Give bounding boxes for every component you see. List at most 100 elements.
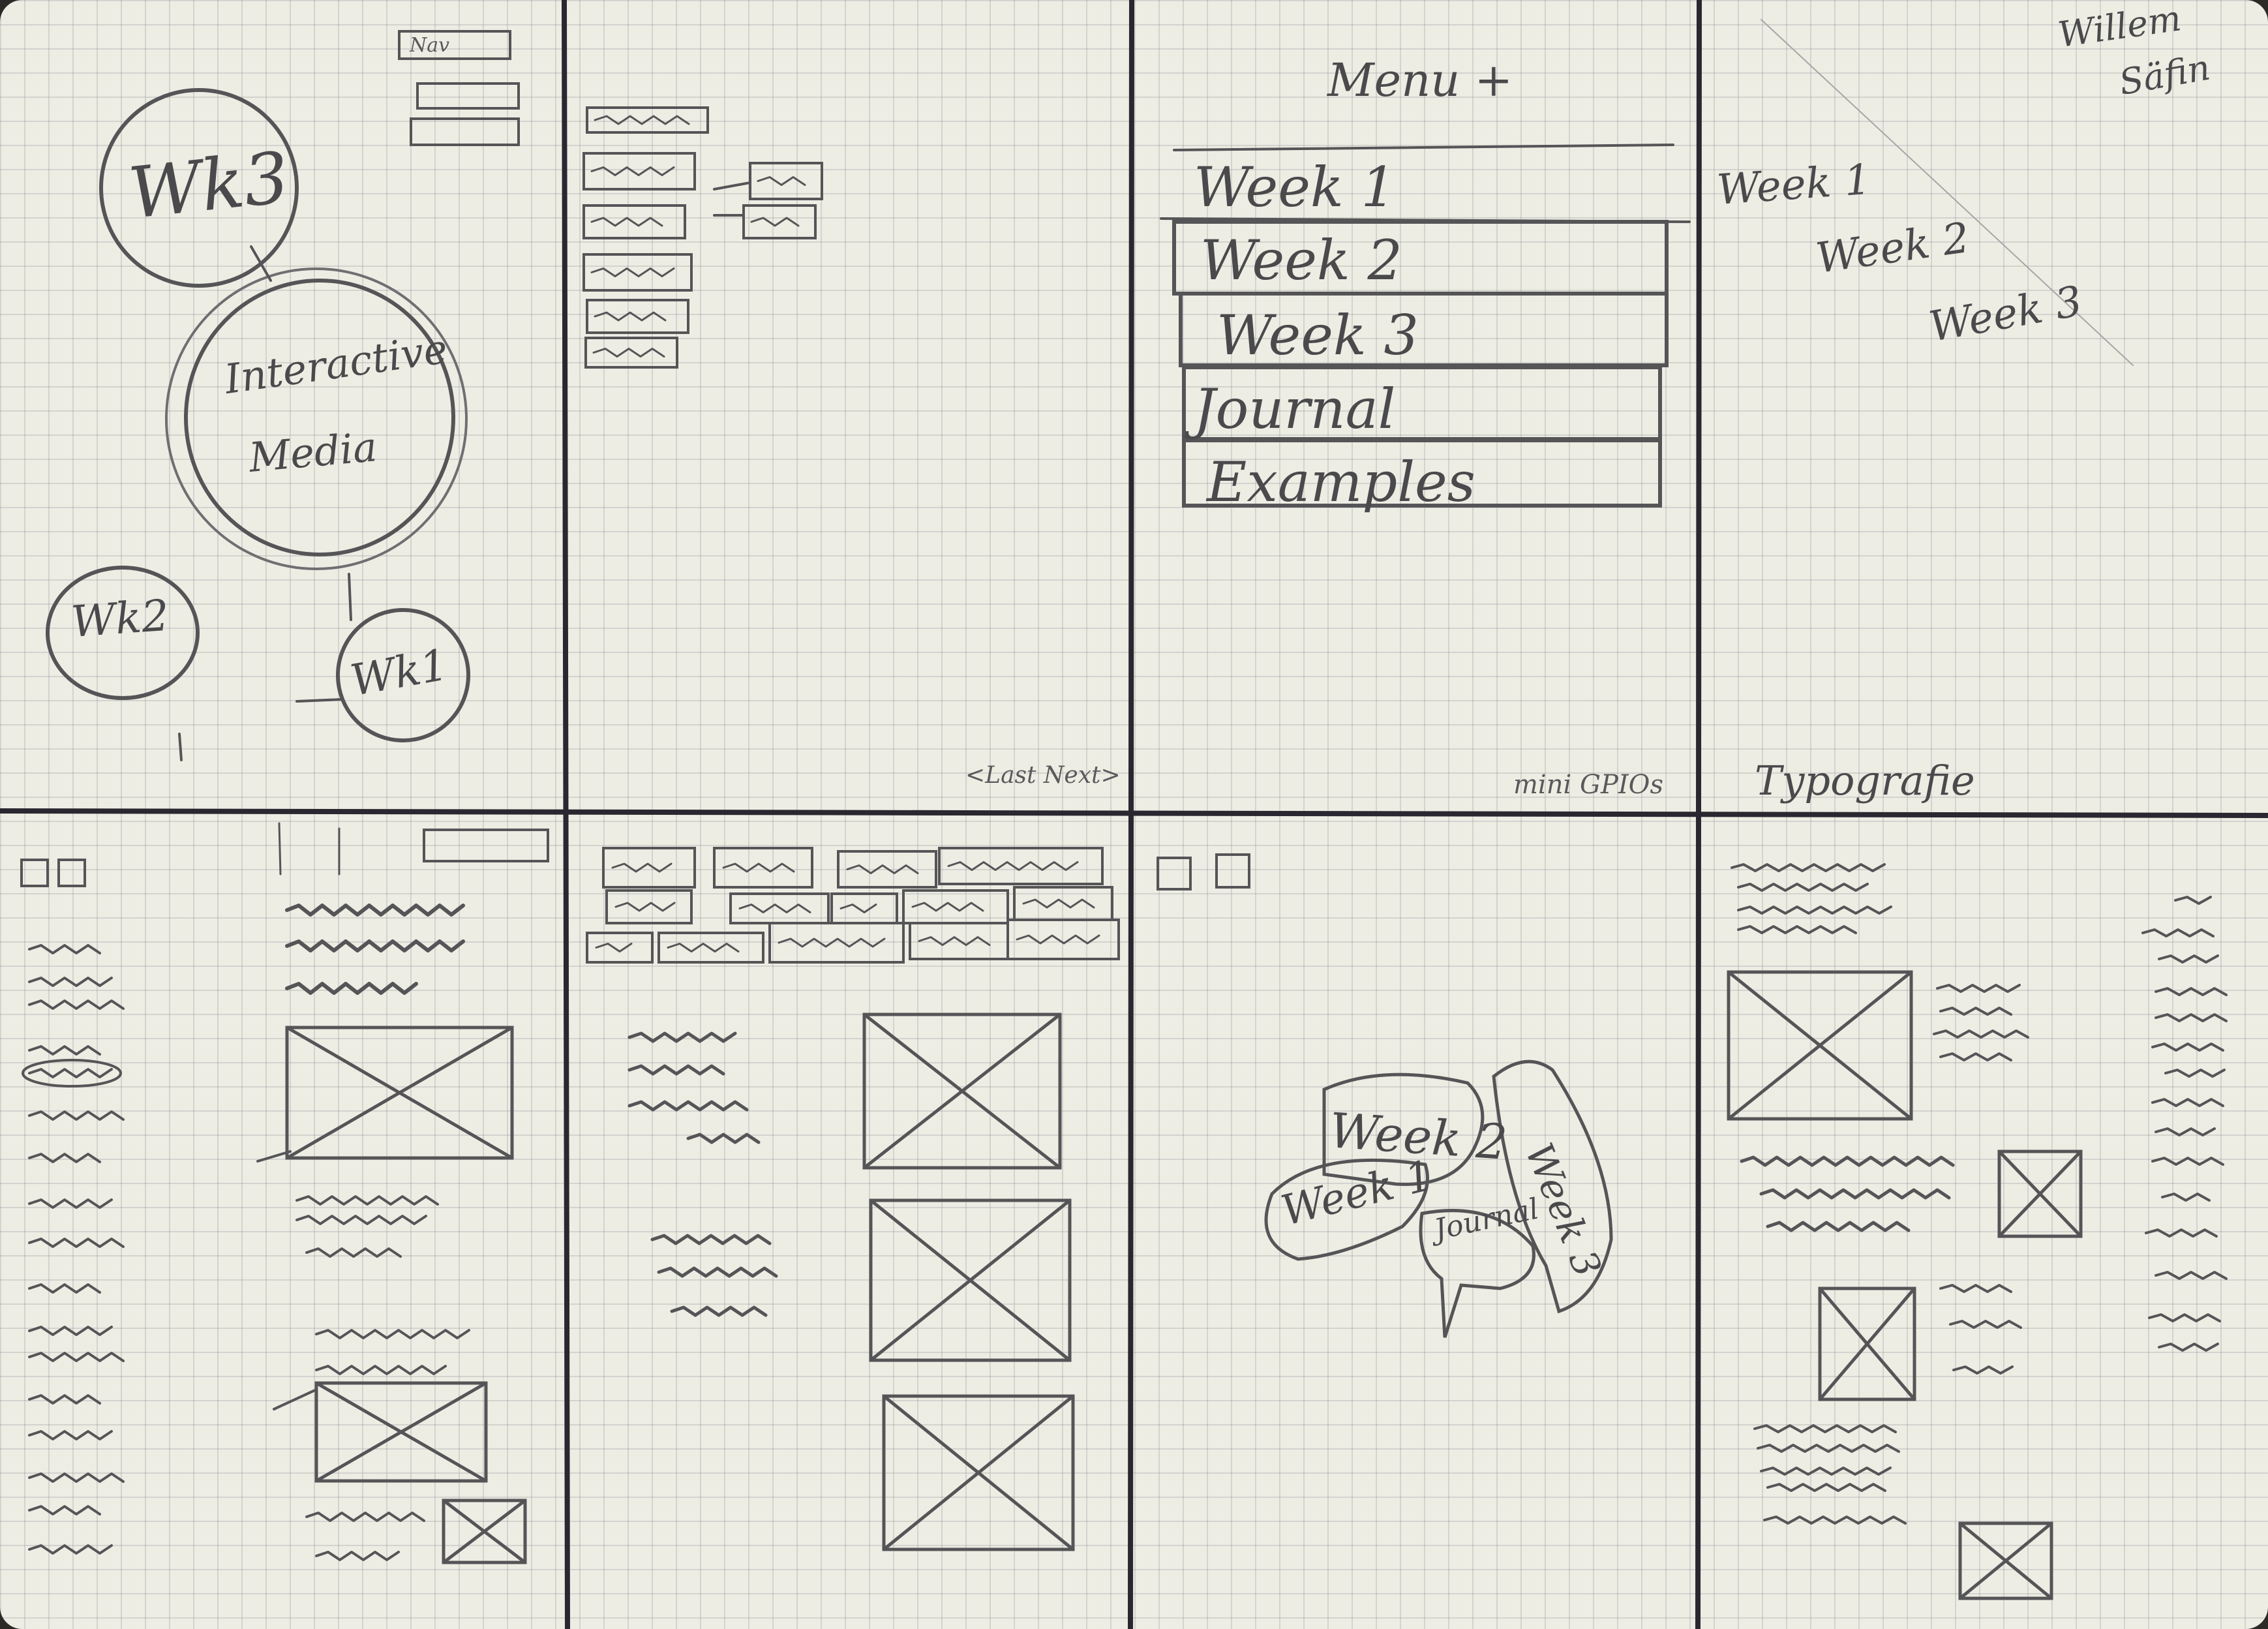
image-placeholder-cross bbox=[1997, 1149, 2083, 1238]
text-squiggle bbox=[1766, 1483, 1886, 1492]
text-squiggle bbox=[295, 1195, 439, 1206]
text-squiggle bbox=[2164, 1069, 2226, 1078]
image-placeholder bbox=[1958, 1521, 2053, 1600]
text-squiggle bbox=[738, 904, 811, 913]
thumbnail-box bbox=[586, 299, 689, 334]
text-squiggle bbox=[2155, 1271, 2228, 1280]
text-squiggle bbox=[2151, 1157, 2224, 1166]
text-squiggle bbox=[911, 902, 984, 912]
text-squiggle bbox=[667, 943, 740, 952]
text-squiggle bbox=[839, 904, 877, 913]
text-squiggle bbox=[657, 1266, 778, 1278]
text-squiggle bbox=[28, 1394, 101, 1405]
text-squiggle bbox=[722, 862, 795, 873]
text-squiggle bbox=[1763, 1515, 1907, 1525]
text-squiggle bbox=[590, 217, 663, 227]
pencil-line bbox=[256, 1150, 292, 1163]
tile-box bbox=[768, 922, 905, 964]
text-squiggle bbox=[1933, 1029, 2029, 1039]
nav-box bbox=[410, 117, 520, 146]
text-squiggle bbox=[285, 939, 465, 952]
text-squiggle bbox=[28, 1045, 101, 1056]
text-squiggle bbox=[28, 1110, 125, 1121]
nav-box-label: Nav bbox=[410, 34, 450, 57]
text-squiggle bbox=[1760, 1467, 1892, 1476]
text-squiggle bbox=[590, 166, 675, 176]
image-placeholder bbox=[285, 1026, 514, 1160]
menu-title: Menu + bbox=[1327, 53, 1513, 107]
bubble-center-inner bbox=[184, 279, 455, 556]
menu-item-week-2: Week 2 bbox=[1200, 228, 1402, 292]
text-squiggle bbox=[670, 1305, 768, 1317]
text-squiggle bbox=[2151, 1098, 2224, 1107]
text-squiggle bbox=[594, 115, 690, 125]
text-squiggle bbox=[1016, 934, 1100, 945]
text-squiggle bbox=[1949, 1320, 2022, 1329]
image-placeholder-cross bbox=[1958, 1521, 2053, 1600]
connector-line bbox=[295, 698, 344, 703]
text-squiggle bbox=[28, 1068, 113, 1078]
pencil-line bbox=[713, 181, 751, 190]
thumbnail-box bbox=[749, 162, 823, 200]
image-placeholder-cross bbox=[285, 1026, 514, 1160]
text-squiggle bbox=[918, 936, 991, 946]
text-squiggle bbox=[650, 1234, 772, 1245]
text-squiggle bbox=[686, 1133, 761, 1144]
text-squiggle bbox=[1740, 1155, 1955, 1167]
guide-line bbox=[1761, 19, 2134, 366]
menu-item-week-3: Week 3 bbox=[1217, 303, 1419, 367]
text-squiggle bbox=[1753, 1424, 1897, 1433]
image-placeholder bbox=[862, 1012, 1062, 1170]
pencil-line bbox=[273, 1388, 318, 1410]
menu-item-week-1: Week 1 bbox=[1194, 155, 1396, 219]
text-squiggle bbox=[627, 1031, 737, 1043]
text-squiggle bbox=[28, 1283, 101, 1294]
header-box bbox=[423, 829, 549, 862]
image-placeholder-cross bbox=[1727, 970, 1913, 1121]
text-squiggle bbox=[2141, 928, 2215, 937]
text-squiggle bbox=[28, 1472, 125, 1483]
text-squiggle bbox=[594, 311, 667, 322]
active-nav-item bbox=[22, 1059, 122, 1088]
panel2-footer: <Last Next> bbox=[965, 762, 1121, 789]
thumbnail-box bbox=[586, 106, 709, 134]
next-arrow-box bbox=[57, 859, 86, 887]
bubble-wk1 bbox=[336, 608, 470, 742]
tile-box bbox=[938, 847, 1104, 885]
tile-box bbox=[658, 932, 764, 964]
speech-bubble-journal bbox=[1419, 1209, 1535, 1338]
text-squiggle bbox=[2145, 1228, 2218, 1238]
bubble-wk3 bbox=[99, 88, 299, 288]
text-squiggle bbox=[2155, 987, 2228, 996]
text-squiggle bbox=[1759, 1188, 1951, 1200]
thumbnail-box bbox=[582, 204, 686, 239]
speech-bubble-week2 bbox=[1322, 1073, 1485, 1186]
text-squiggle bbox=[315, 1365, 447, 1375]
text-squiggle bbox=[846, 864, 919, 874]
image-placeholder bbox=[1727, 970, 1913, 1121]
text-squiggle bbox=[1731, 863, 1886, 872]
bubble-wk3-label: Wk3 bbox=[125, 137, 293, 235]
menu-box-examples bbox=[1182, 438, 1662, 508]
text-squiggle bbox=[285, 982, 418, 995]
speech-bubble-week3 bbox=[1492, 1059, 1613, 1314]
menu-item-examples: Examples bbox=[1207, 450, 1475, 514]
image-placeholder bbox=[869, 1198, 1072, 1362]
connector-line bbox=[178, 733, 183, 761]
image-placeholder-cross bbox=[442, 1499, 527, 1564]
text-squiggle bbox=[305, 1247, 402, 1258]
text-squiggle bbox=[2148, 1313, 2221, 1322]
text-squiggle bbox=[1737, 883, 1869, 892]
image-placeholder bbox=[1997, 1149, 2083, 1238]
text-squiggle bbox=[28, 977, 113, 987]
pencil-line bbox=[278, 822, 282, 875]
text-squiggle bbox=[1936, 984, 2021, 993]
text-squiggle bbox=[28, 1505, 101, 1515]
thumbnail-box bbox=[584, 337, 678, 369]
menu-item-journal: Journal bbox=[1194, 377, 1396, 441]
text-squiggle bbox=[2158, 954, 2219, 964]
text-squiggle bbox=[2151, 1043, 2224, 1052]
text-squiggle bbox=[305, 1512, 425, 1522]
text-squiggle bbox=[28, 1352, 125, 1362]
